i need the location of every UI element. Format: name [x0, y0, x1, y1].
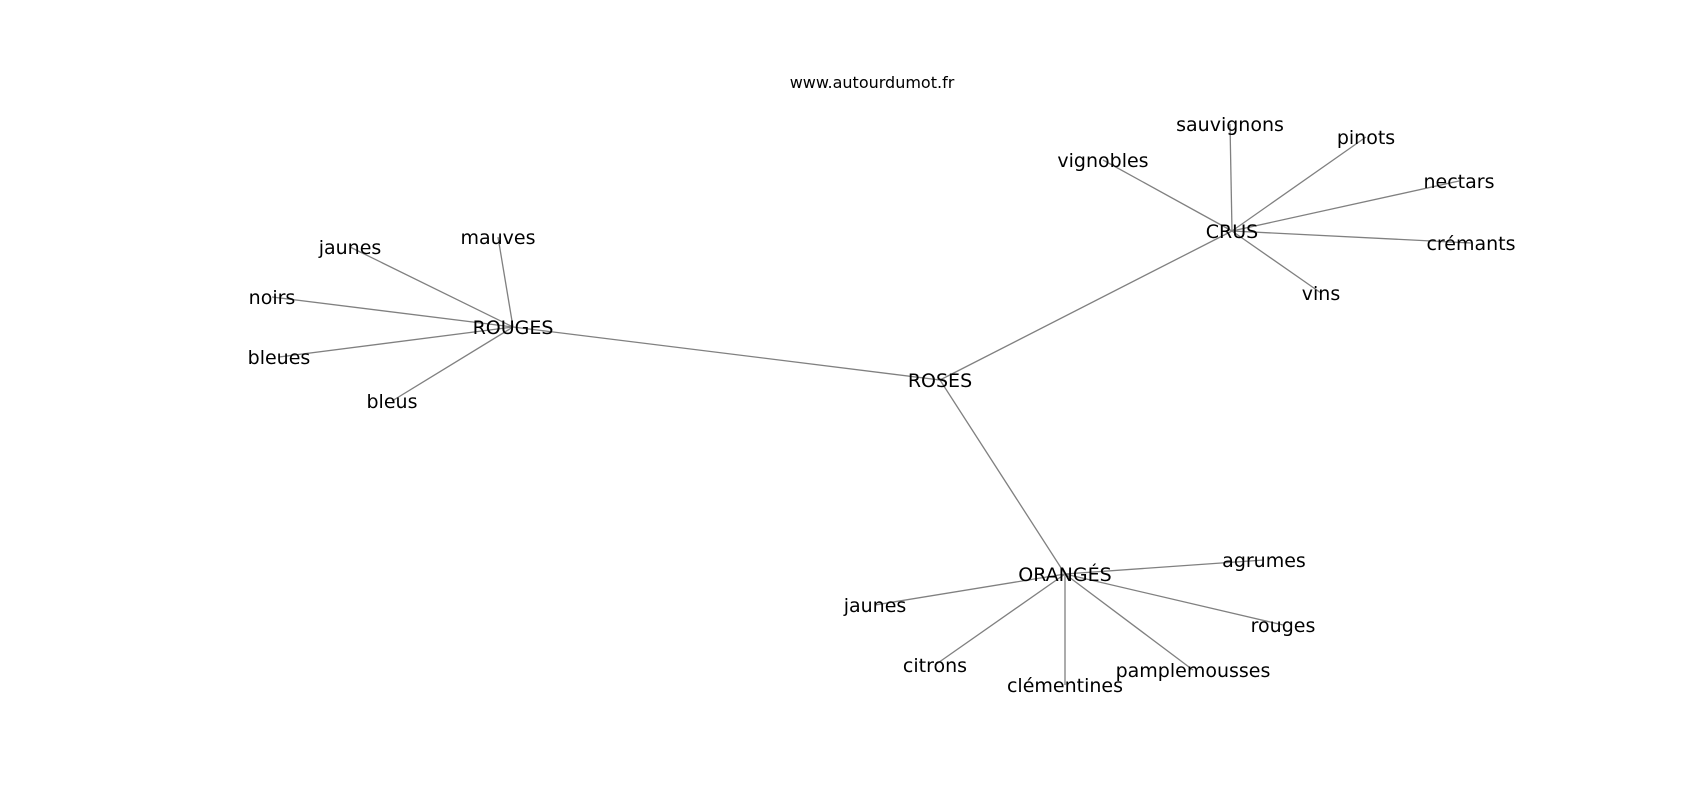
edge-rouges_hub-leaf-3	[278, 326, 514, 358]
edge-crus_hub-leaf-0	[1229, 123, 1233, 232]
leaf-node-rouges_hub-4: bleus	[367, 391, 418, 413]
edge-oranges_hub-leaf-0	[1064, 559, 1265, 575]
leaf-node-crus_hub-4: crémants	[1426, 233, 1515, 255]
edge-oranges_hub-leaf-2	[1064, 573, 1284, 626]
center-node: ROSES	[908, 370, 972, 392]
leaf-node-crus_hub-3: nectars	[1424, 171, 1495, 193]
leaf-node-rouges_hub-1: jaunes	[318, 237, 382, 259]
edge-rouges_hub-leaf-1	[349, 246, 514, 328]
edge-rouges_hub-leaf-4	[391, 326, 514, 402]
leaf-node-crus_hub-5: vins	[1302, 283, 1340, 305]
leaf-node-crus_hub-1: pinots	[1337, 127, 1395, 149]
leaf-node-oranges_hub-0: agrumes	[1222, 550, 1306, 572]
graph-labels: ROSES ROUGES mauves jaunes noirs bleues bleus C…	[248, 114, 1516, 697]
graph-edges	[271, 123, 1472, 685]
leaf-node-oranges_hub-3: citrons	[903, 655, 967, 677]
leaf-node-oranges_hub-4: clémentines	[1007, 675, 1123, 697]
edge-rouges_hub-leaf-0	[497, 236, 514, 328]
leaf-node-oranges_hub-1: jaunes	[843, 595, 907, 617]
leaf-node-rouges_hub-0: mauves	[460, 227, 535, 249]
hub-node-crus_hub: CRUS	[1206, 221, 1258, 243]
edge-crus_hub-leaf-3	[1231, 180, 1460, 232]
leaf-node-crus_hub-2: vignobles	[1057, 150, 1148, 172]
edge-rouges_hub-leaf-2	[271, 296, 514, 328]
leaf-node-oranges_hub-5: pamplemousses	[1116, 660, 1271, 682]
leaf-node-rouges_hub-2: noirs	[249, 287, 296, 309]
leaf-node-rouges_hub-3: bleues	[248, 347, 311, 369]
leaf-node-crus_hub-0: sauvignons	[1176, 114, 1284, 136]
edge-oranges_hub-leaf-5	[1064, 573, 1194, 671]
edge-oranges_hub-leaf-3	[934, 573, 1066, 666]
edge-crus_hub-leaf-1	[1231, 136, 1367, 232]
edge-center-rouges_hub	[512, 326, 941, 381]
leaf-node-oranges_hub-2: rouges	[1251, 615, 1316, 637]
hub-node-rouges_hub: ROUGES	[473, 317, 554, 339]
edge-crus_hub-leaf-4	[1231, 230, 1472, 244]
source-url: www.autourdumot.fr	[790, 73, 955, 92]
edge-crus_hub-leaf-5	[1231, 230, 1322, 294]
hub-node-oranges_hub: ORANGÉS	[1018, 563, 1111, 586]
edge-center-oranges_hub	[939, 379, 1066, 575]
edge-crus_hub-leaf-2	[1102, 159, 1233, 232]
edge-center-crus_hub	[939, 230, 1233, 381]
edge-oranges_hub-leaf-1	[874, 573, 1066, 606]
